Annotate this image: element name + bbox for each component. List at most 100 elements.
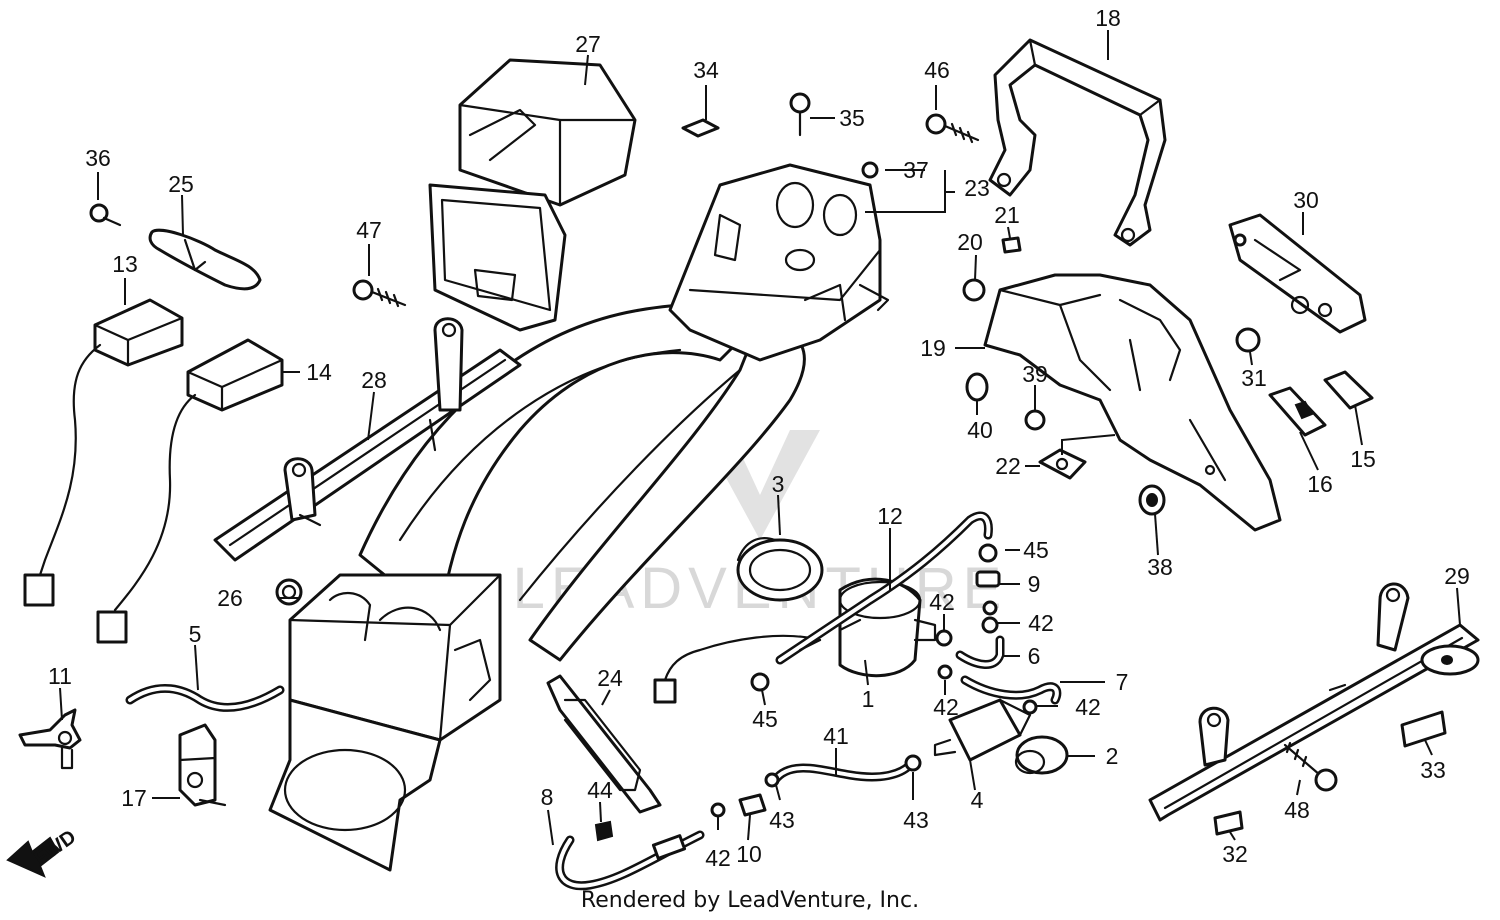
callout-42-e: 42 <box>705 845 731 871</box>
clamps-42 <box>937 664 1038 715</box>
callout-5: 5 <box>189 621 202 647</box>
callout-43-b: 43 <box>769 807 795 833</box>
callout-46: 46 <box>924 57 950 83</box>
callout-23: 23 <box>964 175 990 201</box>
callout-35: 35 <box>839 105 865 131</box>
callout-22: 22 <box>995 453 1021 479</box>
license-bracket-30 <box>1228 213 1367 334</box>
control-unit-13 <box>23 298 184 607</box>
callout-15: 15 <box>1350 446 1376 472</box>
callout-42-b: 42 <box>1028 610 1054 636</box>
reflector-16 <box>1268 386 1327 437</box>
callout-1: 1 <box>862 686 875 712</box>
grommet-38 <box>1138 484 1166 516</box>
bolt-48 <box>352 279 407 308</box>
callout-45-top: 45 <box>1023 537 1049 563</box>
callout-29: 29 <box>1444 563 1470 589</box>
callout-43-a: 43 <box>903 807 929 833</box>
right-side-rail <box>1148 582 1480 822</box>
callout-44: 44 <box>587 777 613 803</box>
plate-22 <box>1038 448 1087 480</box>
callout-39: 39 <box>1022 361 1048 387</box>
callout-40: 40 <box>967 417 993 443</box>
callout-31: 31 <box>1241 365 1267 391</box>
bolt-47 <box>1283 741 1338 792</box>
fwd-arrow: FWD <box>6 826 80 878</box>
callout-47: 48 <box>1284 797 1310 823</box>
callout-41: 41 <box>823 723 849 749</box>
hose-41 <box>710 754 922 818</box>
grommet-40 <box>965 372 989 402</box>
mud-flap <box>268 698 442 872</box>
callout-12: 12 <box>877 503 903 529</box>
hose-8 <box>555 830 705 891</box>
callout-37: 37 <box>903 157 929 183</box>
nut-37 <box>861 161 879 179</box>
callout-11: 11 <box>48 663 72 689</box>
callout-45-bottom: 45 <box>752 706 778 732</box>
nut-39 <box>1024 409 1046 431</box>
label-33 <box>1400 710 1447 748</box>
callout-42-a: 42 <box>929 589 955 615</box>
callout-2: 2 <box>1106 743 1119 769</box>
footer-credit: Rendered by LeadVenture, Inc. <box>580 888 920 913</box>
hose-7 <box>960 675 1062 705</box>
callout-17: 17 <box>121 785 147 811</box>
callout-30: 30 <box>1293 187 1319 213</box>
fwd-label: FWD <box>30 826 80 870</box>
fittings-column <box>935 543 1001 647</box>
callout-13: 13 <box>112 251 138 277</box>
callout-9: 9 <box>1028 571 1041 597</box>
callout-10: 10 <box>736 841 762 867</box>
bolt-21 <box>1001 236 1022 254</box>
callout-19: 19 <box>920 335 946 361</box>
callout-20: 20 <box>957 229 983 255</box>
fuel-filter-4 <box>933 698 1032 762</box>
callout-6: 6 <box>1028 643 1041 669</box>
callout-42-c: 42 <box>933 694 959 720</box>
label-32 <box>1213 810 1244 836</box>
callout-24: 24 <box>597 665 623 691</box>
callout-28: 28 <box>361 367 387 393</box>
clip-45 <box>750 672 770 692</box>
callout-27: 27 <box>575 31 601 57</box>
tool-tray <box>428 58 637 332</box>
rear-cowl-19 <box>983 273 1282 532</box>
grab-rail-18 <box>988 38 1167 247</box>
bolt-35 <box>789 92 811 137</box>
filter-holder-2 <box>1014 735 1069 775</box>
callout-48: 47 <box>356 217 382 243</box>
bolt-36 <box>89 203 122 227</box>
control-unit-14 <box>96 338 284 644</box>
clamp-17 <box>178 723 227 807</box>
cap-31 <box>1235 327 1261 353</box>
hose-6 <box>955 635 1005 669</box>
wing-bolt-11 <box>18 708 82 770</box>
callout-8: 8 <box>541 784 554 810</box>
callout-18: 18 <box>1095 5 1121 31</box>
callout-labels: 27 34 35 46 18 37 23 36 25 13 14 47 28 2… <box>48 5 1470 871</box>
callout-26: 26 <box>217 585 243 611</box>
callout-25: 25 <box>168 171 194 197</box>
grommet-26 <box>275 578 303 606</box>
leader-lines <box>59 30 1461 846</box>
fender-mount-frame <box>668 163 890 362</box>
callout-7: 7 <box>1116 669 1129 695</box>
callout-33: 33 <box>1420 757 1446 783</box>
nut-44 <box>594 820 614 842</box>
callout-38: 38 <box>1147 554 1173 580</box>
left-side-rail <box>213 317 522 562</box>
callout-16: 16 <box>1307 471 1333 497</box>
label-34 <box>681 118 720 138</box>
breather-hose-5 <box>125 683 285 712</box>
callout-42-d: 42 <box>1075 694 1101 720</box>
bracket-24 <box>546 674 662 814</box>
rubber-strap <box>148 228 262 291</box>
callout-32: 32 <box>1222 841 1248 867</box>
callout-14: 14 <box>306 359 332 385</box>
callout-34: 34 <box>693 57 719 83</box>
band-3 <box>736 537 824 602</box>
callout-4: 4 <box>971 787 984 813</box>
callout-36: 36 <box>85 145 111 171</box>
